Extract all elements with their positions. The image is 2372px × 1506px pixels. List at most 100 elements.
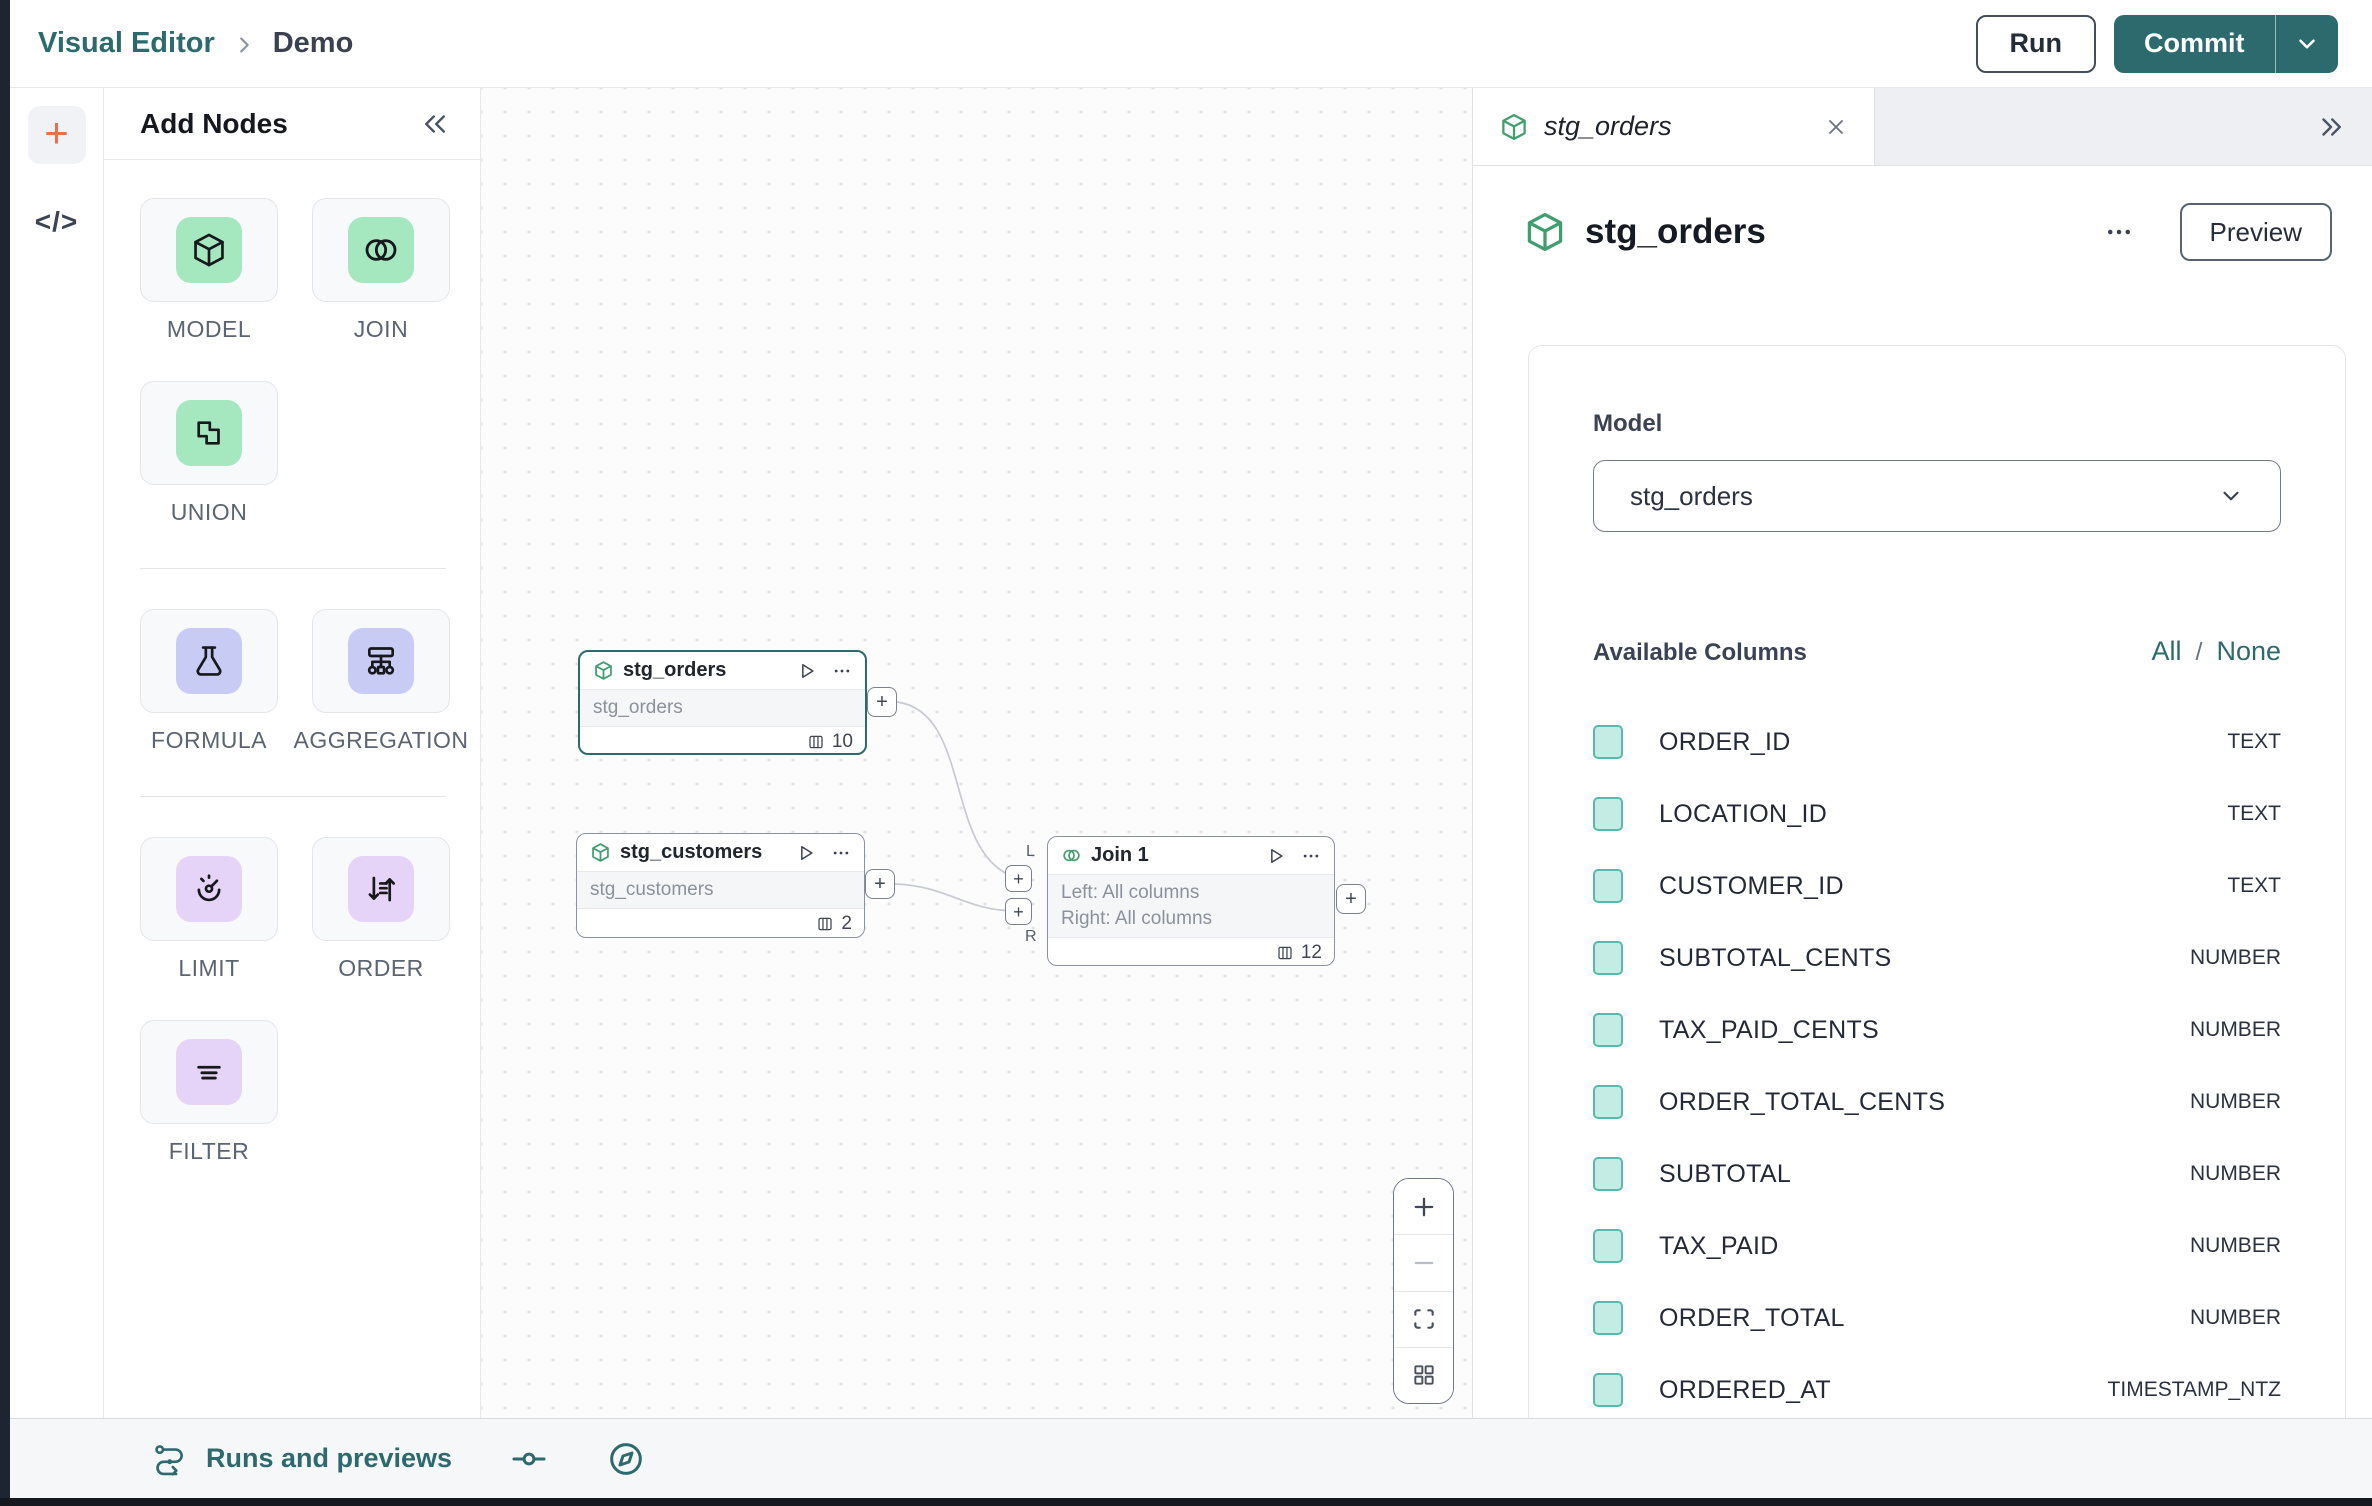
add-nodes-title: Add Nodes	[140, 107, 288, 139]
code-view-button[interactable]: </>	[35, 206, 78, 238]
column-checkbox[interactable]	[1593, 1085, 1623, 1119]
column-row: ORDER_ID TEXT	[1593, 706, 2281, 778]
column-row: TAX_PAID NUMBER	[1593, 1210, 2281, 1282]
git-commit-icon[interactable]	[510, 1440, 548, 1478]
column-name: SUBTOTAL_CENTS	[1659, 943, 1892, 972]
play-icon[interactable]	[1266, 846, 1286, 866]
port-join-left-input[interactable]: +	[1005, 865, 1032, 892]
chevron-right-icon	[233, 34, 255, 56]
fit-view-icon	[1411, 1306, 1437, 1332]
column-name: LOCATION_ID	[1659, 799, 1828, 828]
cube-icon	[590, 842, 611, 863]
commit-dropdown-button[interactable]	[2276, 15, 2338, 73]
code-brackets-icon: </>	[34, 206, 79, 237]
table-columns-icon	[816, 915, 834, 933]
port-join-output[interactable]: +	[1336, 884, 1366, 914]
palette-item-limit[interactable]: LIMIT	[140, 837, 278, 982]
palette-item-union[interactable]: UNION	[140, 381, 278, 526]
expand-panel-button[interactable]	[2316, 112, 2346, 142]
port-stg-customers-output[interactable]: +	[865, 869, 895, 899]
window-left-edge	[0, 0, 10, 1506]
column-row: SUBTOTAL_CENTS NUMBER	[1593, 922, 2281, 994]
column-checkbox[interactable]	[1593, 1301, 1623, 1335]
column-checkbox[interactable]	[1593, 725, 1623, 759]
select-none-link[interactable]: None	[2216, 636, 2281, 666]
palette-item-label: FORMULA	[151, 727, 267, 753]
column-checkbox[interactable]	[1593, 1229, 1623, 1263]
commit-button[interactable]: Commit	[2144, 28, 2245, 58]
column-checkbox[interactable]	[1593, 1013, 1623, 1047]
compass-icon[interactable]	[606, 1439, 646, 1479]
palette-item-model[interactable]: MODEL	[140, 198, 278, 343]
breadcrumb: Visual Editor Demo	[38, 27, 353, 60]
zoom-out-button[interactable]	[1394, 1235, 1453, 1292]
join-circles-icon	[348, 217, 414, 283]
plus-icon: +	[1013, 901, 1024, 922]
chevron-down-icon	[2294, 31, 2320, 57]
route-icon	[152, 1441, 188, 1477]
column-name: ORDER_TOTAL	[1659, 1303, 1845, 1332]
minus-icon	[1410, 1249, 1438, 1277]
node-title: Join 1	[1091, 844, 1149, 866]
dag-canvas[interactable]: stg_orders stg_orders 10 +	[481, 88, 1472, 1418]
palette-item-label: AGGREGATION	[293, 727, 469, 753]
play-icon[interactable]	[797, 661, 817, 681]
palette-group-filters: LIMIT ORDER FILTER	[140, 837, 480, 1203]
model-field-label: Model	[1593, 410, 1663, 437]
ellipsis-icon[interactable]	[832, 661, 852, 681]
node-stg-customers[interactable]: stg_customers stg_customers 2	[576, 833, 865, 938]
node-stg-orders[interactable]: stg_orders stg_orders 10	[578, 650, 867, 755]
palette-item-formula[interactable]: FORMULA	[140, 609, 278, 754]
node-join-config: Left: All columns Right: All columns	[1048, 874, 1334, 938]
node-join-1[interactable]: Join 1 Left: All columns Right: All colu…	[1047, 836, 1335, 966]
run-button[interactable]: Run	[1975, 14, 2096, 73]
column-checkbox[interactable]	[1593, 869, 1623, 903]
breadcrumb-visual-editor[interactable]: Visual Editor	[38, 27, 215, 59]
column-type: NUMBER	[2189, 1090, 2281, 1113]
column-name: ORDERED_AT	[1659, 1375, 1832, 1404]
port-join-right-input[interactable]: +	[1005, 898, 1032, 925]
ellipsis-icon[interactable]	[2104, 217, 2134, 247]
link-separator: /	[2195, 638, 2203, 666]
column-checkbox[interactable]	[1593, 1373, 1623, 1407]
zoom-in-button[interactable]	[1394, 1179, 1453, 1236]
palette-item-join[interactable]: JOIN	[312, 198, 450, 343]
join-circles-icon	[1061, 845, 1082, 866]
column-type: TEXT	[2227, 874, 2281, 897]
runs-and-previews-toggle[interactable]: Runs and previews	[152, 1441, 452, 1477]
column-checkbox[interactable]	[1593, 941, 1623, 975]
column-count: 2	[841, 912, 852, 934]
table-columns-icon	[1276, 944, 1294, 962]
chevrons-right-icon	[2316, 112, 2346, 142]
palette-item-filter[interactable]: FILTER	[140, 1020, 278, 1165]
port-label-right: R	[1025, 928, 1037, 945]
fit-view-button[interactable]	[1394, 1291, 1453, 1348]
ellipsis-icon[interactable]	[831, 843, 851, 863]
cube-icon	[176, 217, 242, 283]
ellipsis-icon[interactable]	[1301, 846, 1321, 866]
palette-item-order[interactable]: ORDER	[312, 837, 450, 982]
preview-button[interactable]: Preview	[2179, 203, 2332, 261]
palette-item-aggregation[interactable]: AGGREGATION	[293, 609, 468, 754]
aggregation-tree-icon	[348, 628, 414, 694]
column-checkbox[interactable]	[1593, 797, 1623, 831]
close-icon[interactable]	[1824, 115, 1848, 139]
grid-layout-button[interactable]	[1394, 1347, 1453, 1403]
gauge-icon	[176, 856, 242, 922]
collapse-panel-button[interactable]	[420, 109, 450, 139]
panel-title: stg_orders	[1585, 212, 1766, 251]
column-checkbox[interactable]	[1593, 1157, 1623, 1191]
node-footer: 12	[1048, 938, 1334, 965]
play-icon[interactable]	[796, 843, 816, 863]
model-select[interactable]: stg_orders	[1593, 460, 2281, 532]
column-row: SUBTOTAL NUMBER	[1593, 1138, 2281, 1210]
commit-divider	[2274, 14, 2276, 73]
add-node-rail-button[interactable]: +	[27, 106, 86, 164]
select-all-link[interactable]: All	[2151, 636, 2182, 666]
join-left-line: Left: All columns	[1061, 882, 1200, 903]
left-rail: + </>	[10, 88, 104, 1418]
port-stg-orders-output[interactable]: +	[867, 687, 897, 717]
tab-stg-orders[interactable]: stg_orders	[1473, 88, 1875, 165]
node-footer: 10	[580, 727, 865, 753]
